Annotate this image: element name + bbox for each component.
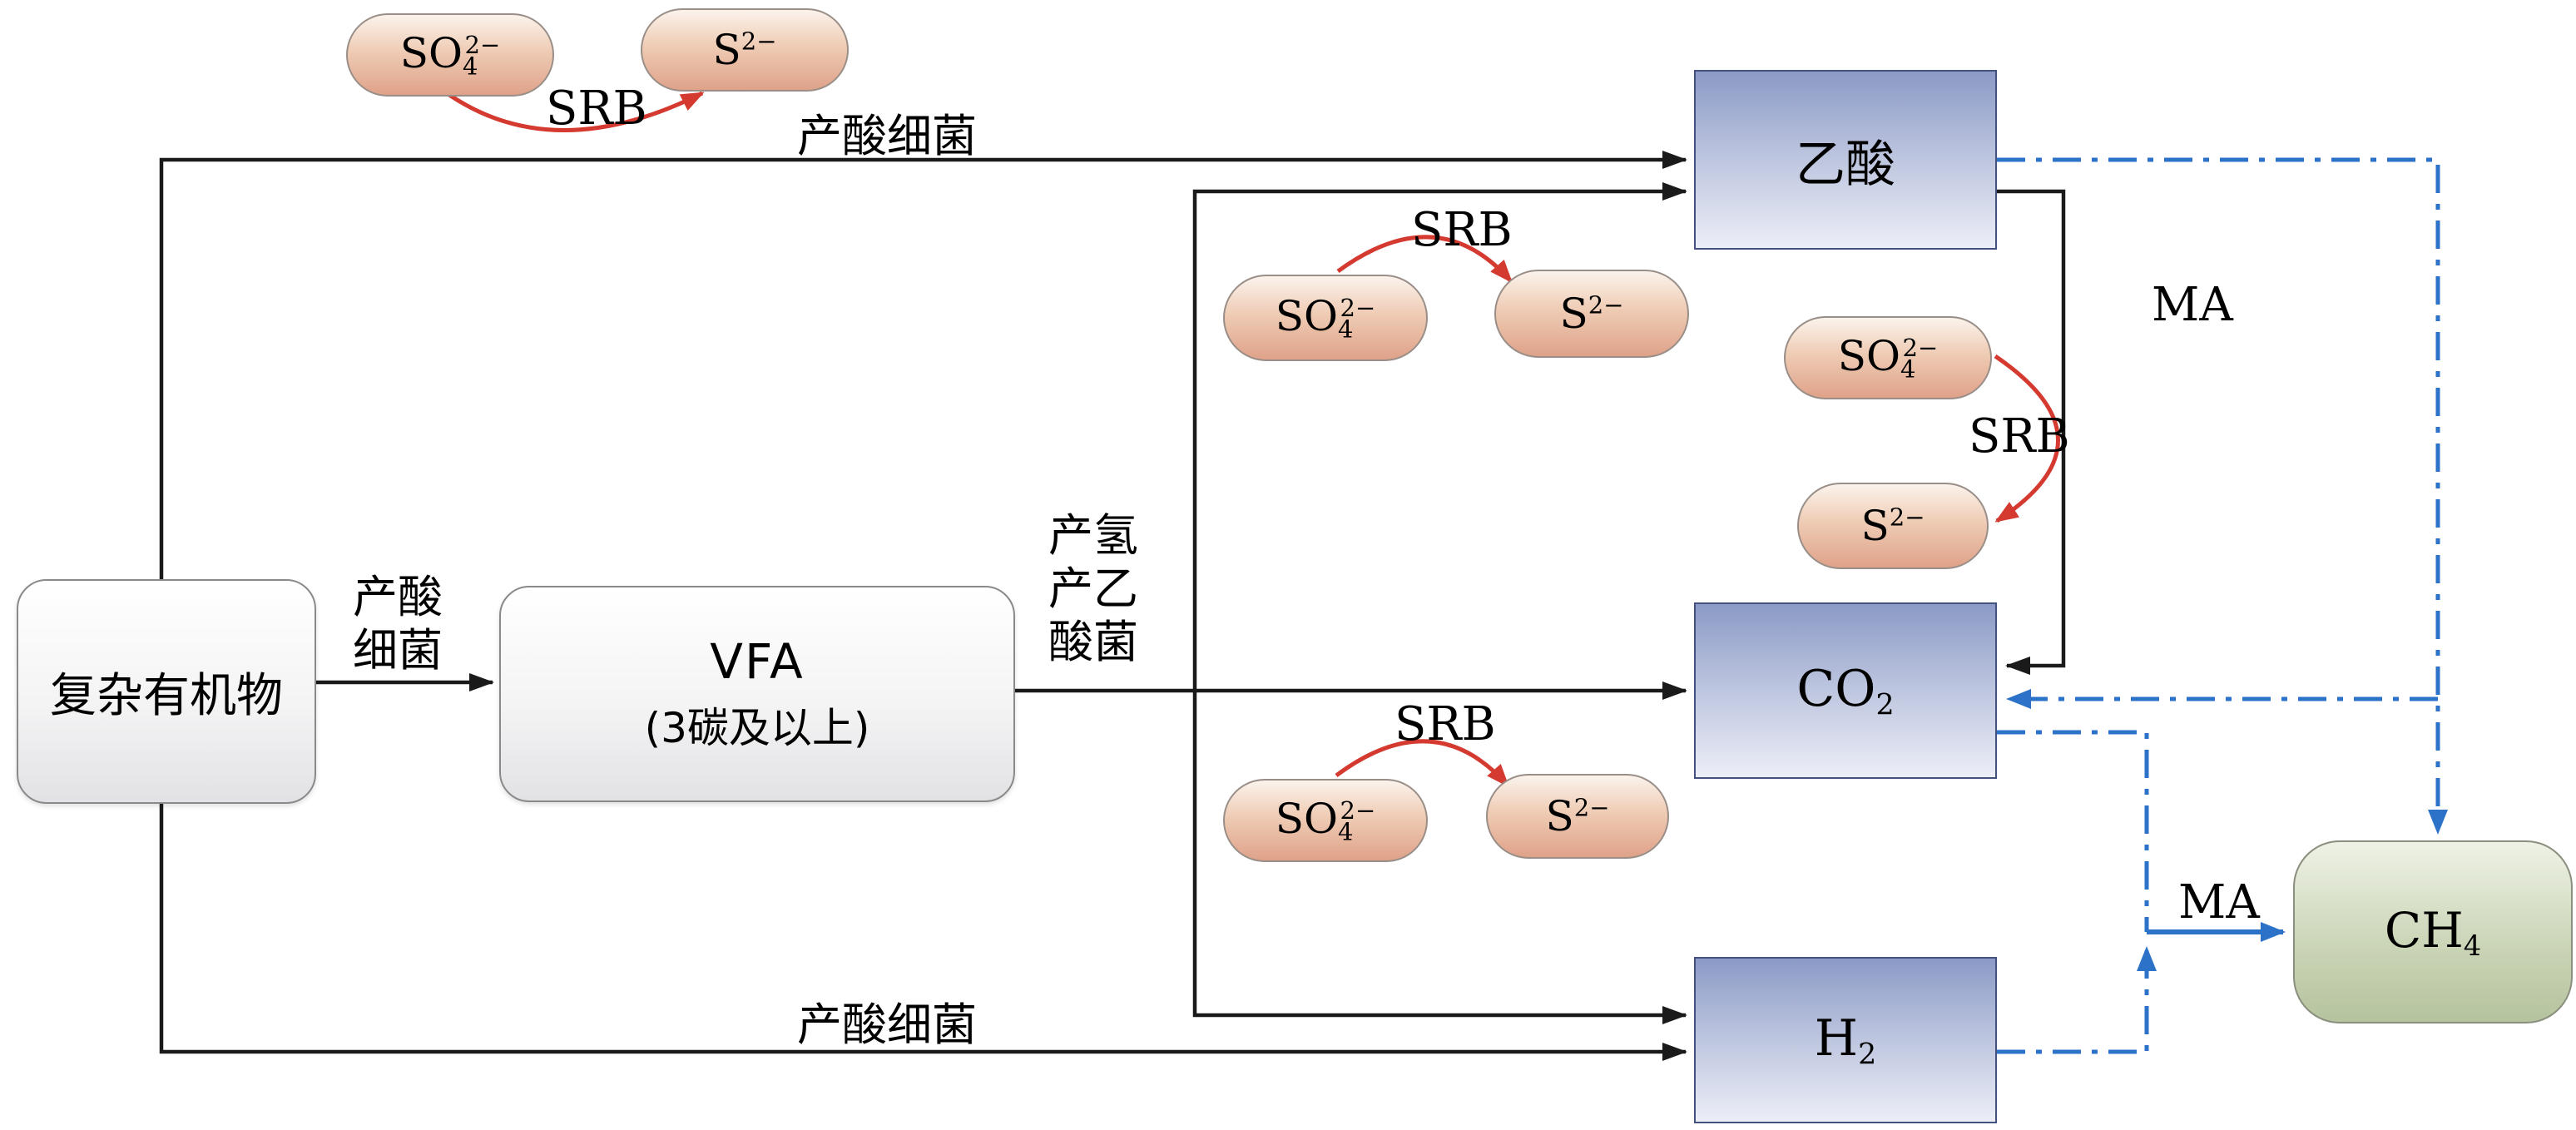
h2-label: H2	[1815, 1009, 1876, 1071]
so4-sup: 2−	[1340, 795, 1376, 825]
arrow-branch-to-h2	[1192, 691, 1687, 1024]
ch4-label: CH4	[2385, 902, 2481, 962]
so4-pill-topleft: SO42−	[346, 13, 554, 97]
ma-line-co2-down	[1997, 730, 2149, 932]
srb-label-right: SRB	[1969, 409, 2070, 463]
s2-sup: 2−	[741, 27, 777, 56]
label-line: 产氢	[1048, 509, 1138, 562]
s2-base: S	[1860, 502, 1890, 550]
arrow-organic-to-acetate-top	[159, 151, 1687, 579]
acidogens-label-bottom: 产酸细菌	[797, 999, 977, 1051]
label-line: 产酸	[353, 571, 443, 623]
h2-sub: 2	[1858, 1038, 1877, 1072]
vfa-label-line2: (3碳及以上)	[644, 704, 870, 752]
so4-sub: 4	[1337, 817, 1354, 846]
so4-base: SO	[1275, 795, 1338, 844]
so4-label: SO42−	[400, 29, 501, 81]
s2-label: S2−	[1545, 792, 1609, 840]
srb-label-middle-upper: SRB	[1411, 203, 1513, 257]
ch4-base: CH	[2384, 901, 2464, 959]
arrow-organic-to-h2-bottom	[159, 804, 1687, 1061]
s2-sup: 2−	[1573, 793, 1610, 822]
h2-node: H2	[1694, 957, 1997, 1123]
ma-label-acetate: MA	[2152, 278, 2233, 332]
so4-sub: 4	[1900, 354, 1916, 384]
srb-arc-middle-upper	[1336, 235, 1513, 284]
s2-pill-topleft: S2−	[641, 8, 849, 92]
co2-label: CO2	[1796, 660, 1894, 721]
so4-base: SO	[399, 29, 463, 78]
so4-base: SO	[1275, 292, 1338, 341]
so4-base: SO	[1837, 332, 1900, 381]
label-line: 产乙	[1048, 563, 1138, 615]
organic-matter-label: 复杂有机物	[50, 668, 283, 723]
arrow-acetate-to-co2-loop	[1997, 189, 2066, 675]
so4-pill-middle-lower: SO42−	[1223, 779, 1428, 862]
s2-base: S	[712, 26, 741, 74]
co2-sub: 2	[1875, 688, 1895, 722]
s2-pill-middle-lower: S2−	[1486, 774, 1669, 859]
vfa-label-line1: VFA	[710, 633, 805, 690]
ma-arrow-h2-up	[1997, 946, 2157, 1054]
acidogens-label-top: 产酸细菌	[797, 110, 977, 162]
srb-arc-right	[1994, 354, 2060, 523]
acetogens-label: 产氢 产乙 酸菌	[1048, 509, 1138, 669]
so4-pill-right: SO42−	[1784, 316, 1992, 399]
s2-sup: 2−	[1889, 503, 1925, 532]
s2-sup: 2−	[1588, 290, 1624, 320]
s2-label: S2−	[712, 26, 776, 74]
s2-base: S	[1545, 792, 1574, 840]
organic-matter-node: 复杂有机物	[17, 579, 316, 804]
label-line: 酸菌	[1048, 616, 1138, 668]
s2-label: S2−	[1559, 290, 1623, 338]
so4-label: SO42−	[1838, 332, 1939, 384]
h2-base: H	[1814, 1009, 1859, 1068]
srb-arc-middle-lower	[1335, 739, 1509, 788]
srb-label-topleft: SRB	[546, 82, 647, 136]
srb-label-middle-lower: SRB	[1395, 697, 1496, 751]
acetate-label: 乙酸	[1796, 135, 1895, 194]
co2-base: CO	[1796, 659, 1876, 718]
ch4-sub: 4	[2463, 929, 2482, 963]
srb-arc-topleft	[448, 91, 705, 132]
ch4-node: CH4	[2293, 840, 2573, 1023]
so4-pill-middle-upper: SO42−	[1223, 275, 1428, 361]
acetate-node: 乙酸	[1694, 70, 1997, 250]
so4-sub: 4	[462, 52, 478, 81]
so4-label: SO42−	[1276, 795, 1376, 846]
label-line: 细菌	[353, 624, 443, 677]
s2-pill-right: S2−	[1797, 483, 1989, 569]
so4-sup: 2−	[1340, 293, 1376, 322]
co2-node: CO2	[1694, 602, 1997, 779]
ma-label-ch4: MA	[2178, 875, 2260, 929]
so4-sup: 2−	[1902, 333, 1939, 362]
vfa-node: VFA (3碳及以上)	[499, 586, 1015, 802]
so4-sup: 2−	[464, 30, 501, 59]
s2-label: S2−	[1860, 502, 1925, 550]
s2-pill-middle-upper: S2−	[1494, 270, 1689, 358]
so4-sub: 4	[1337, 315, 1354, 344]
acidogens-label-left: 产酸 细菌	[353, 571, 443, 677]
s2-base: S	[1559, 290, 1588, 338]
arrow-branch-to-acetate	[1192, 182, 1687, 691]
so4-label: SO42−	[1276, 292, 1376, 344]
